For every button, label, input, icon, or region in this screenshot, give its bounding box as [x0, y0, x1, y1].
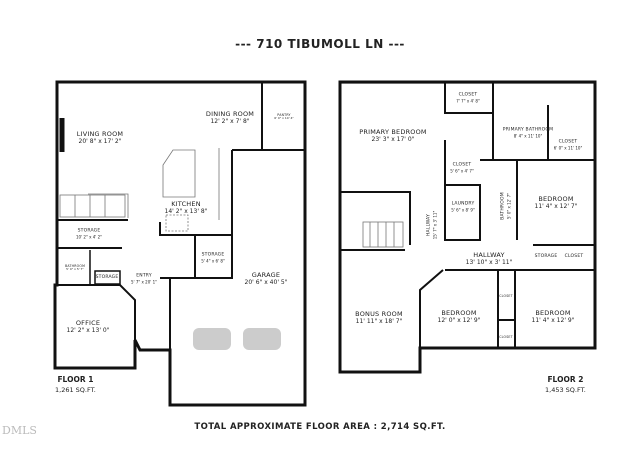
- room-closet-4: CLOSET: [564, 254, 584, 260]
- car-icons: [193, 328, 281, 350]
- room-closet-5: CLOSET: [499, 294, 513, 298]
- mls-watermark: DMLS: [2, 424, 37, 437]
- room-closet-6: CLOSET: [499, 335, 513, 339]
- floor-2-walls: [338, 80, 597, 374]
- total-floor-area: TOTAL APPROXIMATE FLOOR AREA : 2,714 SQ.…: [194, 422, 446, 432]
- property-title: --- 710 TIBUMOLL LN ---: [235, 37, 405, 51]
- floor-1-walls: [53, 80, 307, 407]
- stairs: [59, 194, 404, 248]
- room-storage-4: STORAGE: [534, 254, 558, 260]
- kitchen-fixtures: [88, 148, 220, 232]
- room-storage-2: STORAGE: [95, 275, 119, 281]
